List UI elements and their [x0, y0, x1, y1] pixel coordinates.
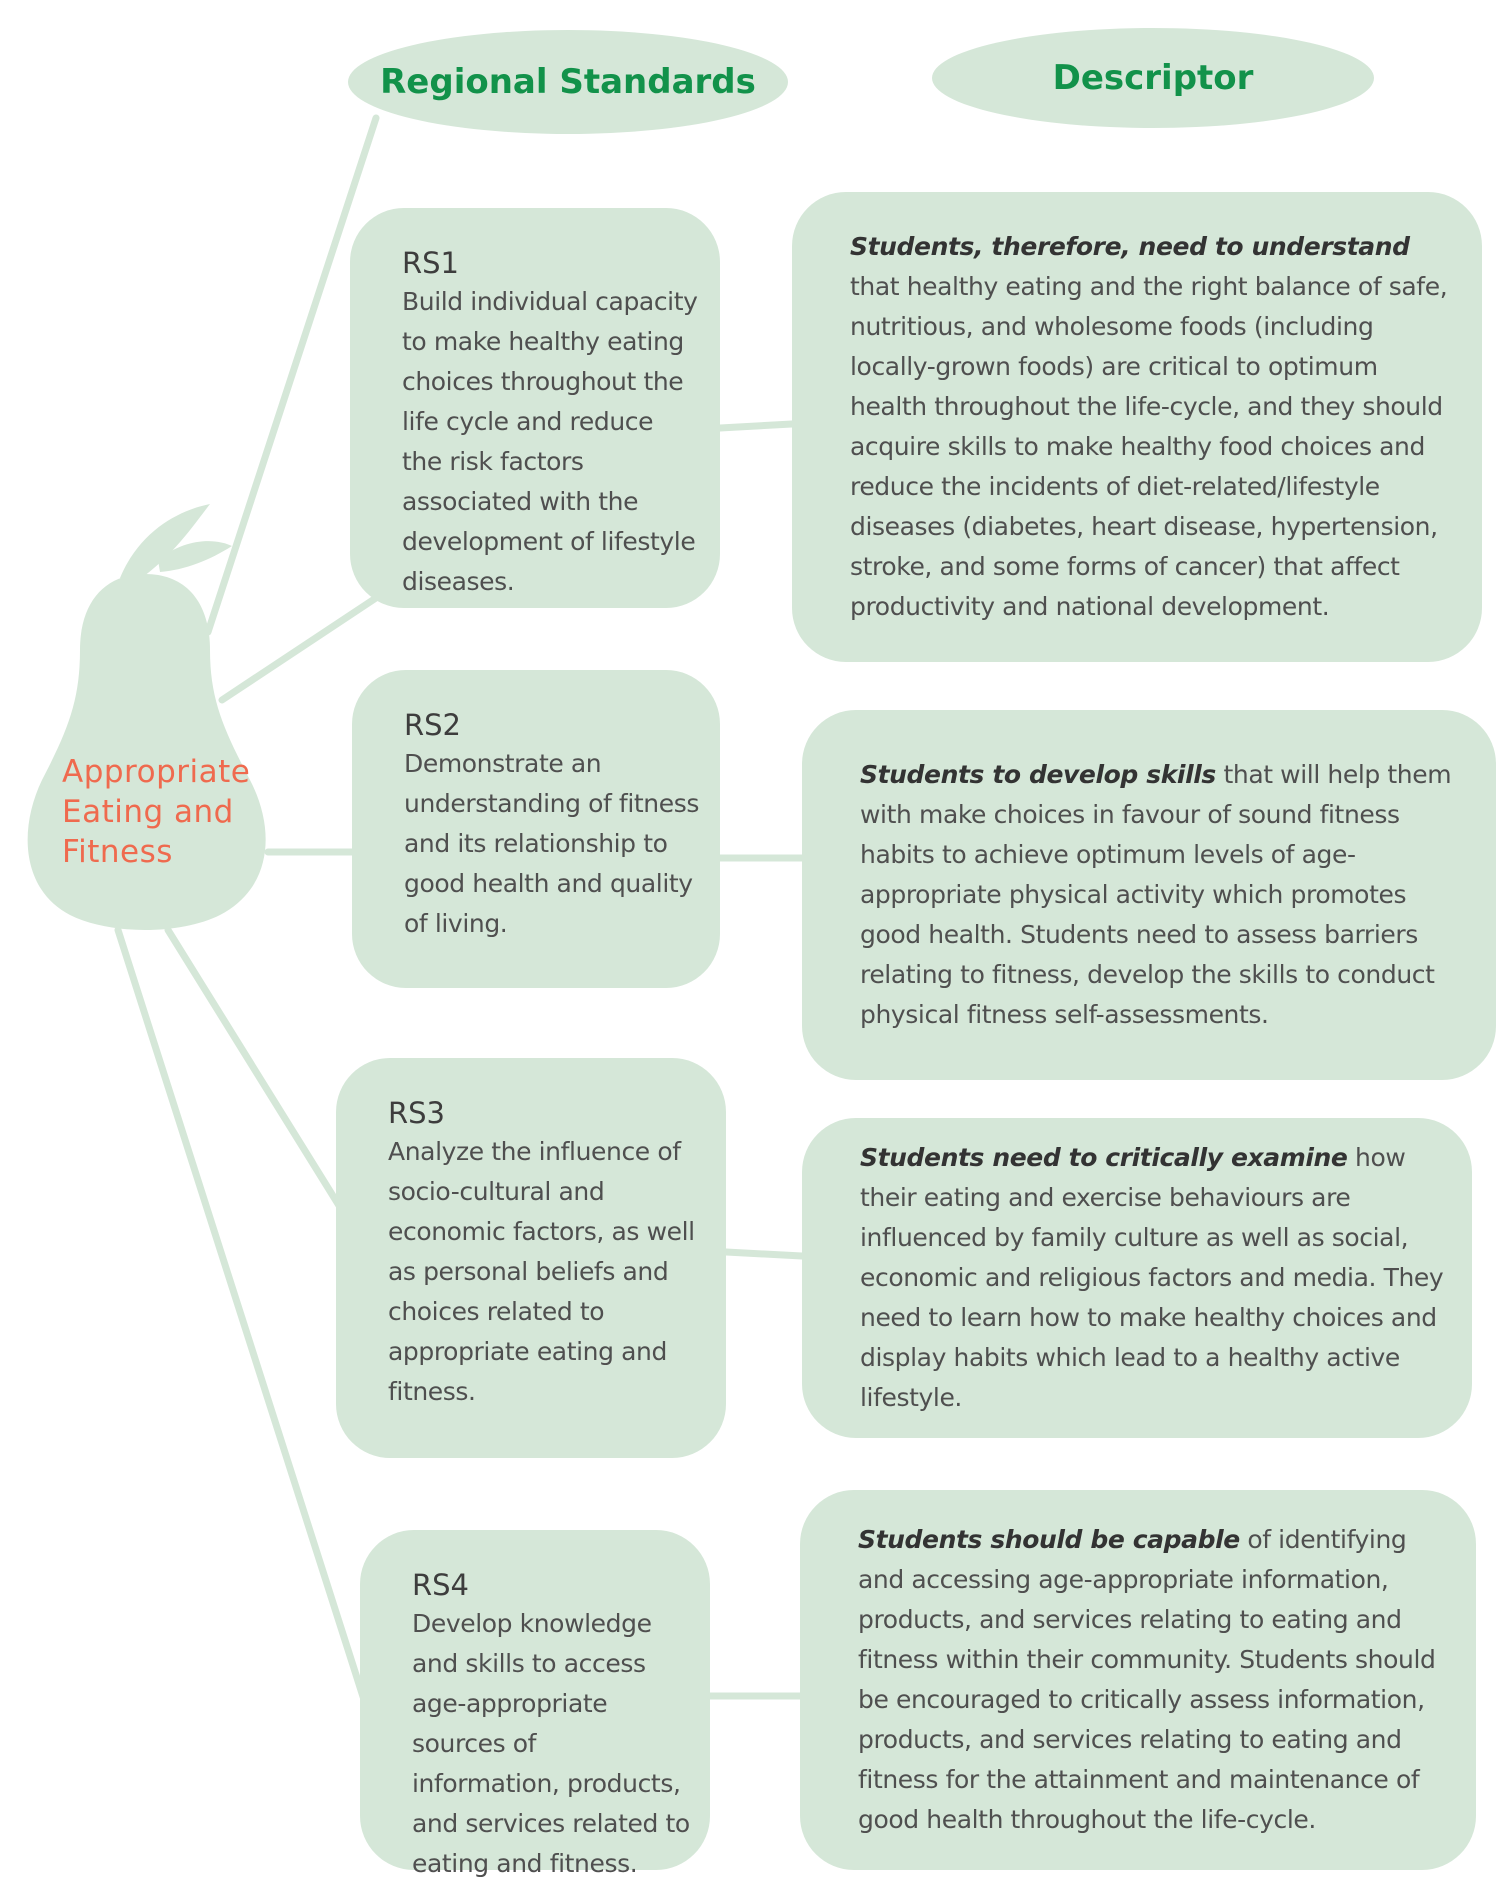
descriptor4-text: of identifying and accessing age-appropr… [858, 1525, 1436, 1834]
connector-rs1-to-desc1 [716, 420, 796, 432]
descriptor1-text: that healthy eating and the right balanc… [850, 272, 1448, 621]
connector-rs3-to-desc3 [722, 1248, 806, 1260]
descriptor4-lead: Students should be capable [858, 1525, 1240, 1554]
center-topic-label: Appropriate Eating and Fitness [62, 752, 262, 872]
pear-body [27, 574, 266, 930]
descriptor2-box: Students to develop skills that will hel… [802, 710, 1496, 1080]
descriptor4-box: Students should be capable of identifyin… [800, 1490, 1476, 1870]
descriptor1-lead: Students, therefore, need to understand [850, 232, 1410, 261]
descriptor-header: Descriptor [932, 28, 1374, 128]
rs1-box: RS1 Build individual capacity to make he… [350, 208, 720, 608]
rs2-text: Demonstrate an understanding of fitness … [404, 749, 699, 938]
rs4-box: RS4 Develop knowledge and skills to acce… [360, 1530, 710, 1878]
center-topic-line3: Fitness [62, 834, 173, 870]
descriptor3-paragraph: Students need to critically examine how … [860, 1138, 1448, 1418]
rs1-text: Build individual capacity to make health… [402, 287, 698, 596]
connector-center-to-header [204, 114, 380, 636]
descriptor-header-label: Descriptor [1052, 58, 1254, 98]
regional-standards-header: Regional Standards [348, 30, 788, 134]
descriptor2-paragraph: Students to develop skills that will hel… [860, 755, 1472, 1035]
rs4-text: Develop knowledge and skills to access a… [412, 1609, 690, 1878]
rs3-text: Analyze the influence of socio-cultural … [388, 1137, 695, 1406]
rs4-code: RS4 [412, 1568, 470, 1602]
rs3-box: RS3 Analyze the influence of socio-cultu… [336, 1058, 726, 1458]
rs3-code: RS3 [388, 1096, 446, 1130]
descriptor4-paragraph: Students should be capable of identifyin… [858, 1520, 1452, 1840]
descriptor1-box: Students, therefore, need to understand … [792, 192, 1482, 662]
center-topic-line2: Eating and [62, 794, 234, 830]
connector-center-to-rs4 [114, 926, 370, 1710]
descriptor3-lead: Students need to critically examine [860, 1143, 1348, 1172]
regional-standards-header-label: Regional Standards [380, 62, 756, 102]
descriptor2-text: that will help them with make choices in… [860, 760, 1452, 1029]
descriptor3-text: how their eating and exercise behaviours… [860, 1143, 1444, 1412]
rs1-code: RS1 [402, 246, 460, 280]
descriptor1-paragraph: Students, therefore, need to understand … [850, 227, 1458, 627]
descriptor2-lead: Students to develop skills [860, 760, 1216, 789]
connector-center-to-rs1 [218, 588, 389, 704]
rs2-code: RS2 [404, 708, 462, 742]
rs2-box: RS2 Demonstrate an understanding of fitn… [352, 670, 720, 988]
pear-shape [27, 504, 266, 930]
pear-leaf-small-icon [158, 541, 232, 572]
connector-center-to-rs3 [164, 926, 347, 1216]
descriptor3-box: Students need to critically examine how … [802, 1118, 1472, 1438]
center-topic-line1: Appropriate [62, 754, 251, 790]
